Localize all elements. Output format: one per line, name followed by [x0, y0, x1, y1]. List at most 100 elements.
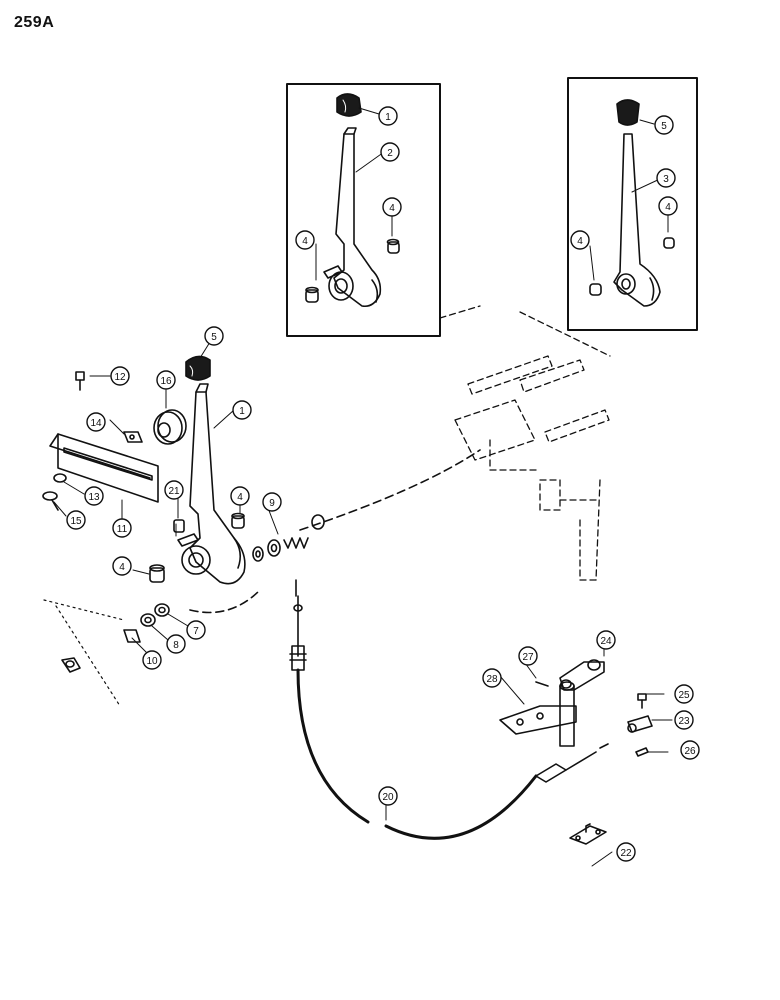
- cable-part-20: [289, 579, 609, 840]
- svg-text:11: 11: [117, 524, 128, 535]
- callout-10: 10: [142, 650, 162, 670]
- callout-22: 22: [616, 842, 636, 862]
- svg-text:9: 9: [269, 498, 275, 509]
- lever-part-2: [323, 127, 382, 308]
- callout-28: 28: [482, 668, 502, 688]
- lever-part-3: [613, 133, 661, 307]
- svg-text:14: 14: [90, 418, 102, 429]
- callout-4-main: 4: [230, 486, 250, 506]
- washers-spring-part-9: [252, 514, 325, 562]
- svg-text:4: 4: [237, 492, 243, 503]
- bolt-part-12: [75, 371, 85, 391]
- knob-part-5-inset: [616, 99, 640, 126]
- callout-27: 27: [518, 646, 538, 666]
- washer-part-8: [140, 613, 156, 627]
- spacer-part-4-lower: [149, 564, 165, 583]
- pin-part-27: [535, 681, 549, 687]
- svg-text:13: 13: [88, 492, 100, 503]
- callout-13: 13: [84, 486, 104, 506]
- callout-16: 16: [156, 370, 176, 390]
- callout-4-b: 4: [382, 197, 402, 217]
- exploded-view-guide: [43, 599, 125, 707]
- svg-text:4: 4: [302, 236, 308, 247]
- callout-4-d: 4: [658, 196, 678, 216]
- svg-text:1: 1: [239, 406, 245, 417]
- svg-text:22: 22: [620, 848, 632, 859]
- callout-7: 7: [186, 620, 206, 640]
- svg-text:4: 4: [119, 562, 125, 573]
- svg-text:5: 5: [661, 121, 667, 132]
- linkage-dashed-line: [299, 449, 481, 531]
- spacer-part-4-inset-left: [589, 283, 602, 296]
- callout-5-inset: 5: [654, 115, 674, 135]
- svg-text:26: 26: [684, 746, 696, 757]
- tractor-frame-outline: [439, 305, 611, 581]
- spacer-part-4-left: [305, 286, 319, 303]
- nut-part-14: [123, 431, 143, 443]
- callout-26: 26: [680, 740, 700, 760]
- svg-text:21: 21: [168, 486, 180, 497]
- callout-6: 1: [378, 106, 398, 126]
- callout-2: 2: [380, 142, 400, 162]
- inset-box-lever-2: [286, 83, 441, 337]
- nut-lower-left: [61, 657, 81, 673]
- svg-text:4: 4: [665, 202, 671, 213]
- svg-text:23: 23: [678, 716, 690, 727]
- callout-23: 23: [674, 710, 694, 730]
- page-number: 259A: [14, 14, 55, 31]
- svg-text:7: 7: [193, 626, 199, 637]
- svg-text:24: 24: [600, 636, 612, 647]
- svg-text:4: 4: [577, 236, 583, 247]
- callout-20: 20: [378, 786, 398, 806]
- arm-part-24: [559, 659, 605, 691]
- callout-4-a: 4: [295, 230, 315, 250]
- svg-text:1: 1: [385, 112, 391, 123]
- callout-21: 21: [164, 480, 184, 500]
- nut-part-10: [123, 629, 141, 643]
- washer-part-7: [154, 603, 170, 617]
- clevis-part-23: [627, 715, 653, 733]
- inset-box-lever-3: [567, 77, 698, 331]
- bracket-part-11: [49, 433, 159, 503]
- leader-lines: [53, 107, 673, 867]
- callout-24: 24: [596, 630, 616, 650]
- callout-3: 3: [656, 168, 676, 188]
- svg-text:2: 2: [387, 148, 393, 159]
- lever-dashed-outline: [189, 589, 261, 614]
- callout-12: 12: [110, 366, 130, 386]
- svg-text:10: 10: [146, 656, 158, 667]
- spacer-part-4-inset-right: [663, 237, 675, 249]
- callout-4-c: 4: [570, 230, 590, 250]
- callout-14: 14: [86, 412, 106, 432]
- callout-1: 1: [232, 400, 252, 420]
- knob-part-5: [185, 355, 211, 381]
- clip-part-26: [635, 747, 649, 757]
- bushing-part-21: [173, 519, 185, 533]
- washer-part-13: [53, 473, 67, 483]
- callout-4-lower: 4: [112, 556, 132, 576]
- svg-text:12: 12: [114, 372, 126, 383]
- svg-text:25: 25: [678, 690, 690, 701]
- lever-part-1: [177, 383, 246, 585]
- svg-text:28: 28: [486, 674, 498, 685]
- callout-15: 15: [66, 510, 86, 530]
- callout-25: 25: [674, 684, 694, 704]
- gear-part-16: [153, 409, 187, 445]
- svg-text:20: 20: [382, 792, 394, 803]
- callout-8: 8: [166, 634, 186, 654]
- svg-text:3: 3: [663, 174, 669, 185]
- svg-text:8: 8: [173, 640, 179, 651]
- svg-text:15: 15: [70, 516, 82, 527]
- callout-5: 5: [204, 326, 224, 346]
- svg-text:5: 5: [211, 332, 217, 343]
- screw-part-25: [637, 693, 647, 709]
- screw-part-15: [42, 491, 59, 511]
- callout-9: 9: [262, 492, 282, 512]
- spacer-part-4-main: [231, 512, 245, 529]
- clamp-part-22: [569, 823, 607, 845]
- svg-text:27: 27: [522, 652, 534, 663]
- shaft-part-28: [499, 681, 577, 747]
- svg-text:4: 4: [389, 203, 395, 214]
- svg-text:16: 16: [160, 376, 172, 387]
